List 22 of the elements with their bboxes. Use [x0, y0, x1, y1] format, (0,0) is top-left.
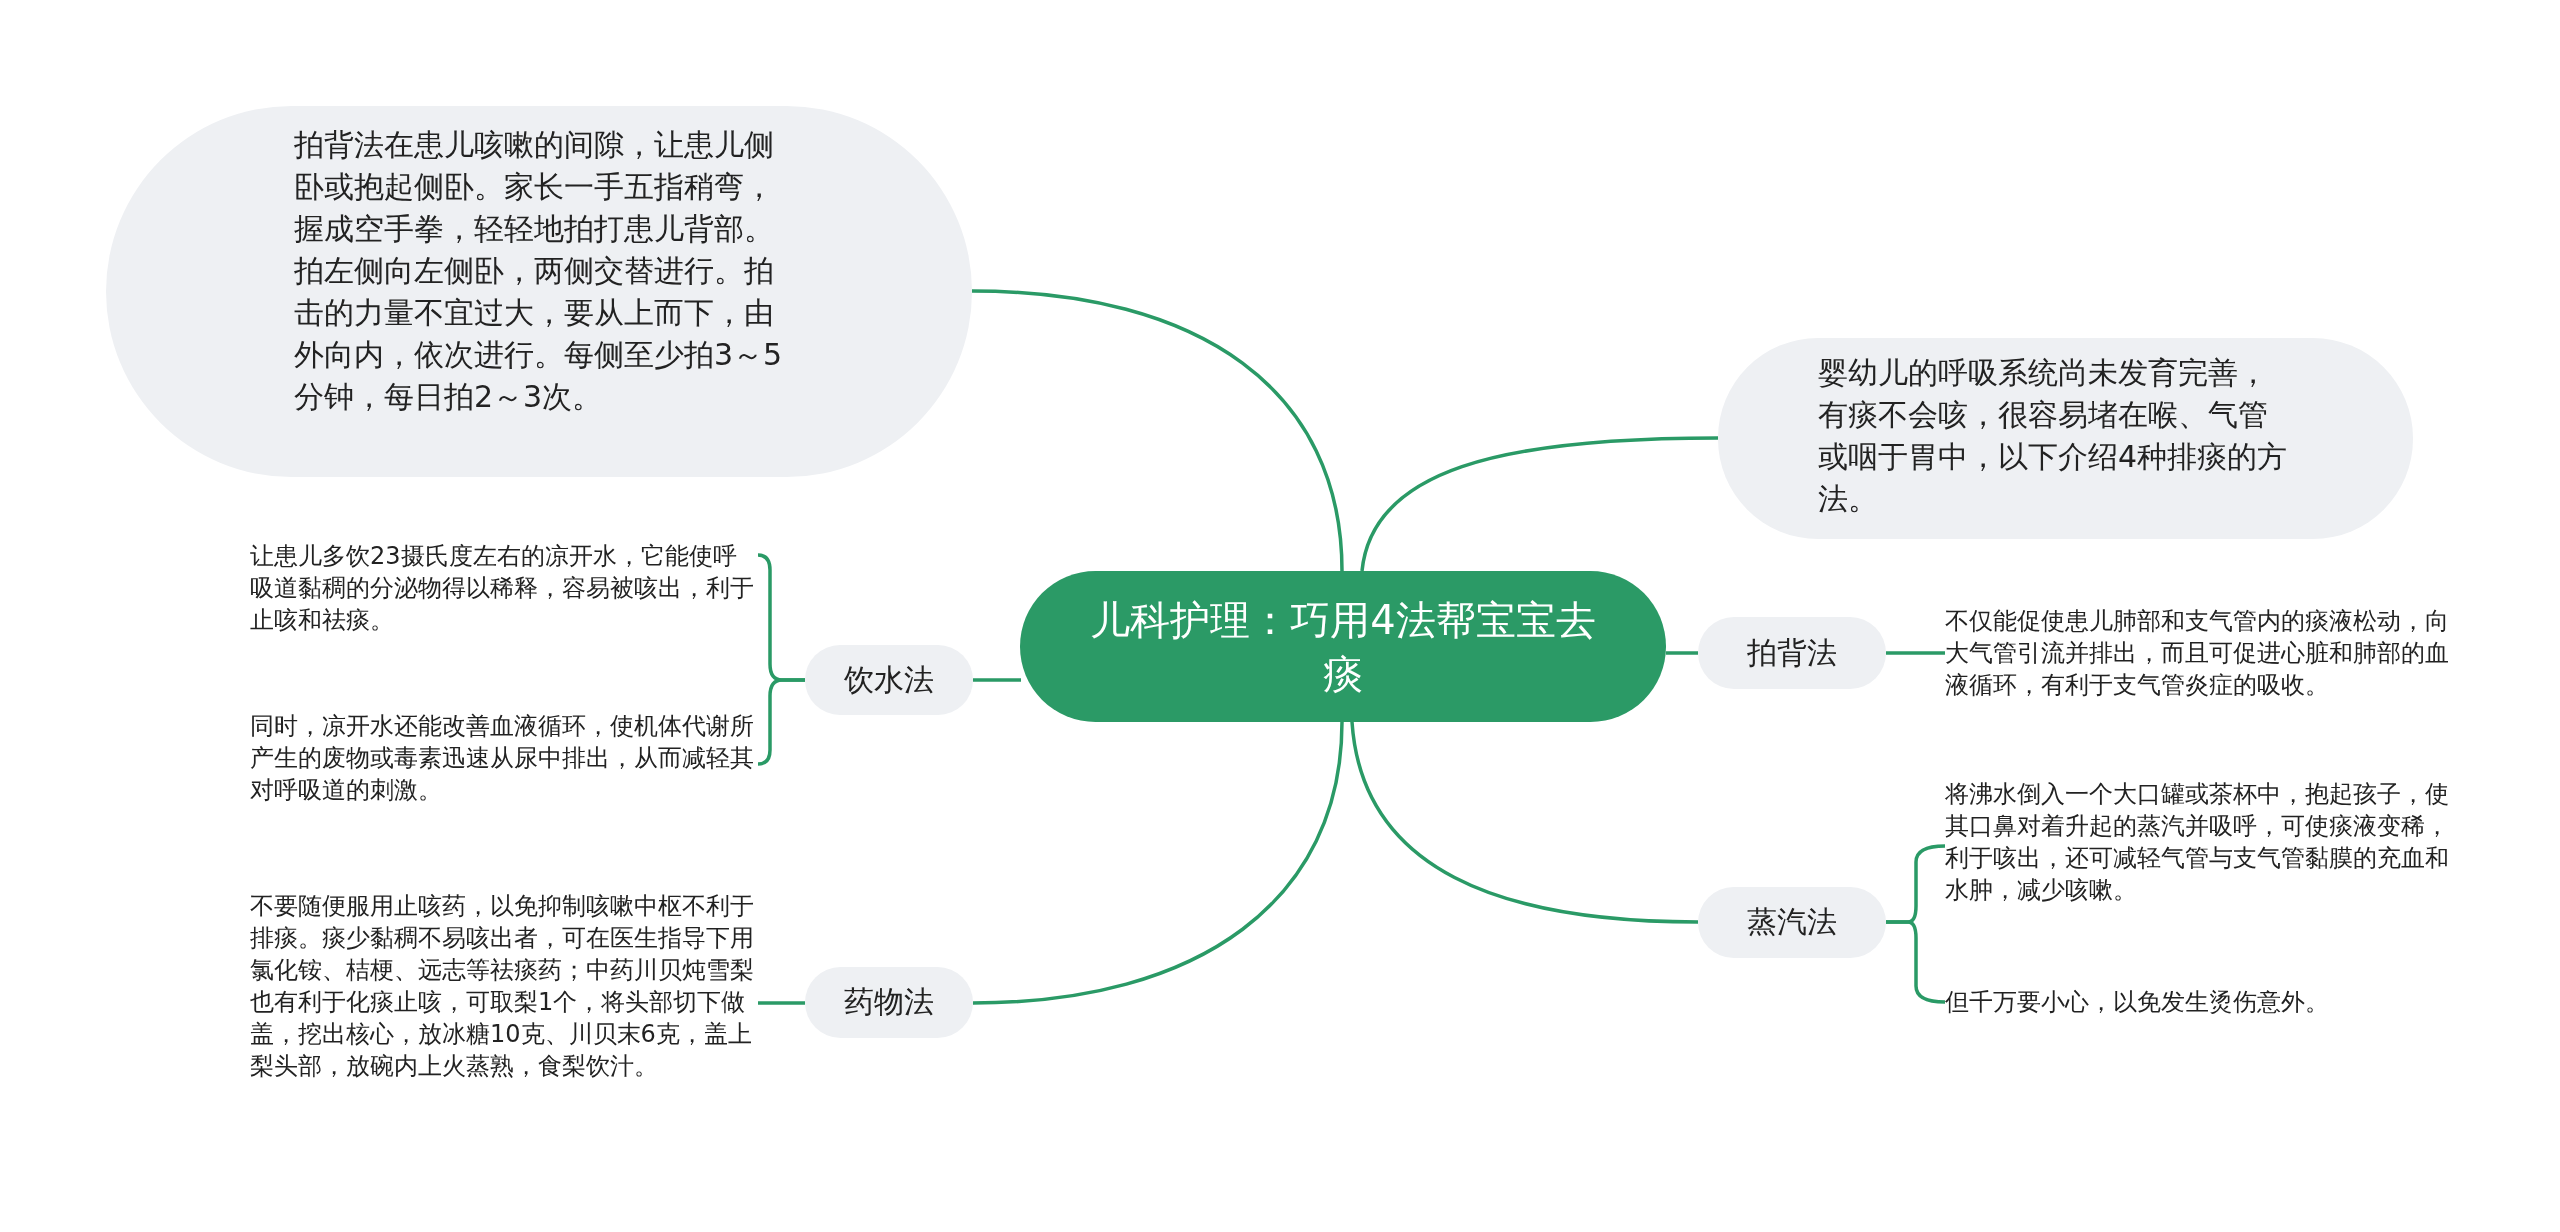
note-text: 让患儿多饮23摄氏度左右的凉开水，它能使呼吸道黏稠的分泌物得以稀释，容易被咳出，利于止咳和祛痰。: [250, 540, 758, 636]
text-bubble: 婴幼儿的呼吸系统尚未发育完善，有痰不会咳，很容易堵在喉、气管或咽于胃中，以下介绍4种排痰的方法。: [1718, 338, 2413, 539]
connector: [1360, 436, 1719, 572]
connector: [757, 678, 805, 766]
note-text: 不仅能促使患儿肺部和支气管内的痰液松动，向大气管引流并排出，而且可促进心脏和肺部的血液循环，有利于支气管炎症的吸收。: [1945, 605, 2457, 701]
topic-pill: 饮水法: [805, 645, 973, 715]
note-text: 将沸水倒入一个大口罐或茶杯中，抱起孩子，使其口鼻对着升起的蒸汽并吸呼，可使痰液变稀，利于咳出，还可减轻气管与支气管黏膜的充血和水肿，减少咳嗽。: [1945, 778, 2457, 906]
text-bubble: 拍背法在患儿咳嗽的间隙，让患儿侧卧或抱起侧卧。家长一手五指稍弯，握成空手拳，轻轻地拍打患儿背部。拍左侧向左侧卧，两侧交替进行。拍击的力量不宜过大，要从上而下，由外向内，依次进行。每侧至少拍3～5分钟，每日拍2～3次。: [106, 106, 972, 477]
topic-pill: 药物法: [805, 967, 973, 1038]
note-text: 不要随便服用止咳药，以免抑制咳嗽中枢不利于排痰。痰少黏稠不易咳出者，可在医生指导下用氯化铵、桔梗、远志等祛痰药；中药川贝炖雪梨也有利于化痰止咳，可取梨1个，将头部切下做盖，挖出核心，放冰糖10克、川贝末6克，盖上梨头部，放碗内上火蒸熟，食梨饮汁。: [250, 890, 758, 1082]
topic-pill: 蒸汽法: [1698, 887, 1886, 958]
connector: [1350, 721, 1699, 924]
connector: [973, 678, 1021, 682]
note-text: 同时，凉开水还能改善血液循环，使机体代谢所产生的废物或毒素迅速从尿中排出，从而减轻其对呼吸道的刺激。: [250, 710, 758, 806]
topic-pill: 拍背法: [1698, 617, 1886, 689]
connector: [758, 1001, 805, 1005]
connector: [1666, 651, 1698, 655]
note-text: 但千万要小心，以免发生烫伤意外。: [1945, 986, 2457, 1018]
central-topic: 儿科护理：巧用4法帮宝宝去痰: [1020, 571, 1666, 722]
connector: [971, 289, 1344, 572]
connector: [972, 721, 1344, 1005]
connector: [1886, 651, 1945, 655]
